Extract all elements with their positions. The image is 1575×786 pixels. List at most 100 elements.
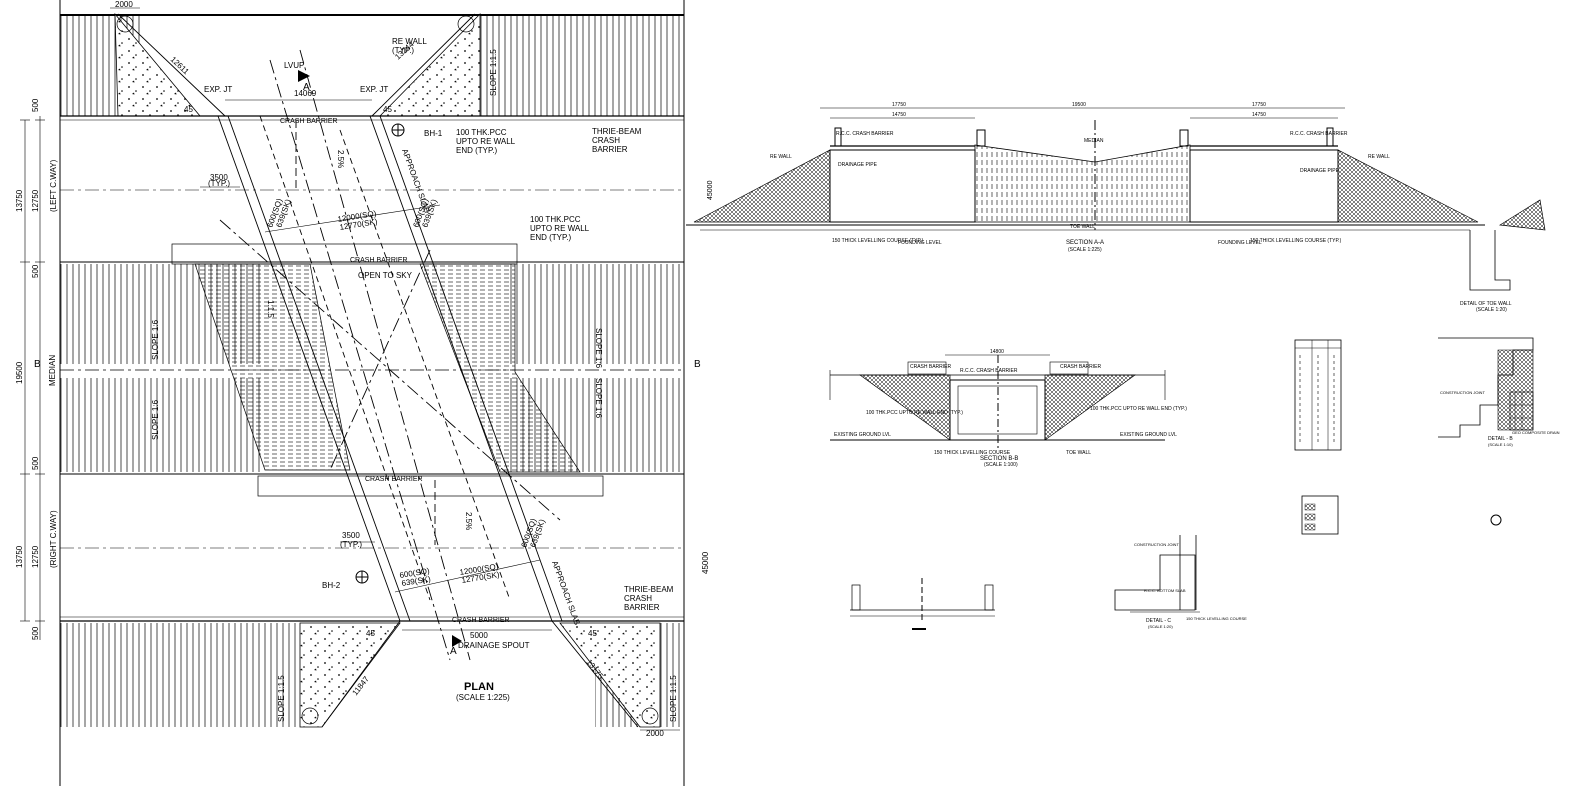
aa-dim-17750-r: 17750 (1252, 102, 1266, 108)
v500-3: 500 (31, 456, 40, 470)
bb-toe-wall: TOE WALL (1066, 450, 1091, 456)
detail-b-scale: (SCALE 1:10) (1488, 442, 1513, 447)
typ-a: (TYP.) (208, 179, 230, 188)
typ-b: (TYP.) (340, 540, 362, 549)
thrie-beam-3: BARRIER (592, 145, 628, 154)
re-wall-typ: (TYP.) (392, 46, 414, 55)
aa-median: MEDIAN (1084, 138, 1104, 144)
detail-c-title: DETAIL - C (1146, 618, 1171, 624)
pcc-2c: END (TYP.) (530, 233, 572, 242)
pcc-1c: END (TYP.) (456, 146, 498, 155)
thrie-beam-1: THRIE-BEAM (592, 127, 642, 136)
aa-dim-14750-r: 14750 (1252, 112, 1266, 118)
bb-crash-r: CRASH BARRIER (1060, 364, 1102, 370)
v500-1: 500 (31, 98, 40, 112)
slope-top: SLOPE 1:1.5 (489, 49, 498, 96)
bb-pcc-r: 100 THK.PCC UPTO RE WALL END (TYP.) (1090, 406, 1187, 412)
top-right-embankment (480, 14, 684, 116)
slope-1-6-d: SLOPE 1:6 (594, 378, 603, 419)
re-wall-label: RE WALL (392, 37, 427, 46)
crash-barrier-4: CRASH BARRIER (452, 617, 510, 624)
grade-2-5-b: 2.5% (464, 512, 473, 530)
v500-4: 500 (31, 626, 40, 640)
plan-title: PLAN (464, 681, 494, 693)
aa-dim-14750-l: 14750 (892, 112, 906, 118)
toe-wall-title: DETAIL OF TOE WALL (1460, 301, 1512, 307)
bb-scale: (SCALE 1:100) (984, 462, 1018, 468)
v12750-1: 12750 (31, 189, 40, 212)
median-label: MEDIAN (48, 355, 57, 386)
plan-scale: (SCALE 1:225) (456, 693, 510, 702)
schedule-table (1294, 339, 1342, 535)
dim-5000: 5000 (470, 631, 488, 640)
angle-45-b: 45 (383, 105, 392, 114)
aa-title: SECTION A-A (1066, 240, 1104, 246)
slope-bl: SLOPE 1:1.5 (277, 675, 286, 722)
dim-14069: 14069 (294, 89, 317, 98)
pcc-1b: UPTO RE WALL (456, 137, 516, 146)
thrie-beam-b2: CRASH (624, 594, 652, 603)
dim-2000-top: 2000 (115, 0, 133, 9)
aa-re-wall-l: RE WALL (770, 154, 792, 160)
detail-b: CONSTRUCTION JOINT GEO COMPOSITE DRAIN D… (1438, 337, 1560, 526)
right-cway: (RIGHT C.WAY) (49, 510, 58, 568)
bb-existing-l: EXISTING GROUND LVL (834, 432, 891, 438)
angle-45-a: 45 (184, 105, 193, 114)
ratio-1-1-5: 1:1.5 (266, 300, 275, 318)
grade-2-5-a: 2.5% (336, 150, 345, 168)
bb-crash-barrier: R.C.C. CRASH BARRIER (960, 368, 1018, 374)
aa-crash-r: R.C.C. CRASH BARRIER (1290, 131, 1348, 137)
small-section (850, 578, 995, 630)
crash-barrier-1: CRASH BARRIER (280, 118, 338, 125)
aa-founding-r: FOUNDING LEVEL (1218, 240, 1262, 246)
v45000-plan: 45000 (701, 551, 710, 574)
aa-dim-17750-l: 17750 (892, 102, 906, 108)
pcc-1a: 100 THK.PCC (456, 128, 507, 137)
aa-v45000: 45000 (707, 180, 714, 200)
detail-c-scale: (SCALE 1:20) (1148, 624, 1173, 629)
v500-2: 500 (31, 264, 40, 278)
plan-view: 2000 12611 13244 14069 LVUP A EXP. JT EX… (15, 0, 710, 786)
section-aa: 17750 19500 17750 14750 14750 MEDIAN RE … (686, 102, 1546, 313)
dim-3500-a: 3500 (210, 173, 228, 182)
detail-b-title: DETAIL - B (1488, 436, 1513, 442)
v19500: 19500 (15, 361, 24, 384)
angle-45-d: 45 (588, 629, 597, 638)
detail-b-drain: GEO COMPOSITE DRAIN (1512, 430, 1560, 435)
slope-1-6-b: SLOPE 1:6 (151, 399, 160, 440)
section-b-left: B (34, 359, 41, 370)
aa-drainage-l: DRAINAGE PIPE (838, 162, 878, 168)
detail-c: CONSTRUCTION JOINT R.C.C. BOTTOM SLAB 15… (1114, 535, 1247, 629)
v13750-2: 13750 (15, 545, 24, 568)
bb-existing-r: EXISTING GROUND LVL (1120, 432, 1177, 438)
bb-dim-14800: 14800 (990, 349, 1004, 355)
bb-crash-l: CRASH BARRIER (910, 364, 952, 370)
aa-scale: (SCALE 1:225) (1068, 247, 1102, 253)
bb-levelling: 150 THICK LEVELLING COURSE (934, 450, 1011, 456)
lvup-label: LVUP (284, 61, 304, 70)
dim-3500-b: 3500 (342, 531, 360, 540)
aa-founding-l: FOUNDING LEVEL (898, 240, 942, 246)
aa-crash-l: R.C.C. CRASH BARRIER (836, 131, 894, 137)
aa-dim-19500: 19500 (1072, 102, 1086, 108)
section-a-top: A (303, 82, 310, 93)
left-cway: (LEFT C.WAY) (49, 159, 58, 212)
open-to-sky: OPEN TO SKY (358, 271, 413, 280)
detail-c-slab: R.C.C. BOTTOM SLAB (1144, 588, 1186, 593)
aa-drainage-r: DRAINAGE PIPE (1300, 168, 1340, 174)
section-b-right: B (694, 359, 701, 370)
pcc-2b: UPTO RE WALL (530, 224, 590, 233)
detail-b-joint: CONSTRUCTION JOINT (1440, 390, 1485, 395)
bb-title: SECTION B-B (980, 456, 1018, 462)
thrie-beam-b1: THRIE-BEAM (624, 585, 674, 594)
bb-pcc-l: 100 THK.PCC UPTO RE WALL END (TYP.) (866, 410, 963, 416)
v13750-1: 13750 (15, 189, 24, 212)
detail-c-levelling: 150 THICK LEVELLING COURSE (1186, 616, 1247, 621)
slope-1-6-a: SLOPE 1:6 (151, 319, 160, 360)
dim-2000-bottom: 2000 (646, 729, 664, 738)
detail-c-joint: CONSTRUCTION JOINT (1134, 542, 1179, 547)
toe-wall-scale: (SCALE 1:20) (1476, 307, 1507, 313)
v12750-2: 12750 (31, 545, 40, 568)
exp-jt-left: EXP. JT (204, 85, 232, 94)
